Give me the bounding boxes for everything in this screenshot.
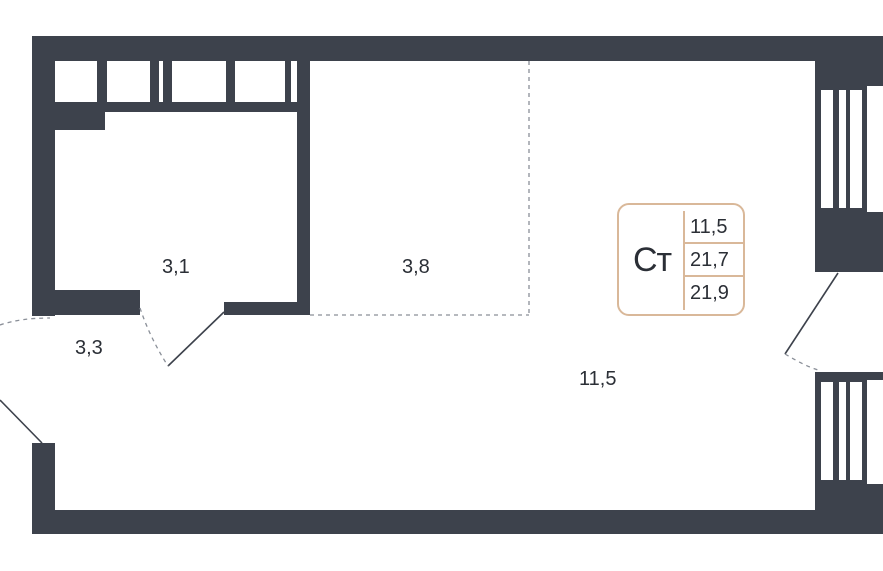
- apartment-type-label: Ст: [633, 241, 672, 279]
- balcony-door: [784, 272, 839, 371]
- area-summary: 11,5 21,7 21,9: [683, 211, 743, 310]
- kitchen-zone: [310, 61, 530, 316]
- entrance-door: [0, 317, 51, 444]
- apartment-type-badge: Ст 11,5 21,7 21,9: [617, 203, 745, 316]
- area-label-wardrobe: 3,1: [162, 256, 190, 278]
- area-label-kitchen: 3,8: [402, 256, 430, 278]
- cabinets: [97, 61, 291, 112]
- wardrobe-door: [139, 307, 225, 367]
- wardrobe-walls: [32, 36, 310, 315]
- total-area-with-balcony-value: 21,9: [683, 277, 743, 310]
- window-bottom: [815, 372, 883, 534]
- living-area-value: 11,5: [683, 211, 743, 244]
- total-area-value: 21,7: [683, 244, 743, 277]
- outer-walls: [32, 36, 883, 534]
- window-top: [815, 36, 883, 272]
- area-label-living: 11,5: [579, 368, 616, 390]
- area-label-hall: 3,3: [75, 337, 103, 359]
